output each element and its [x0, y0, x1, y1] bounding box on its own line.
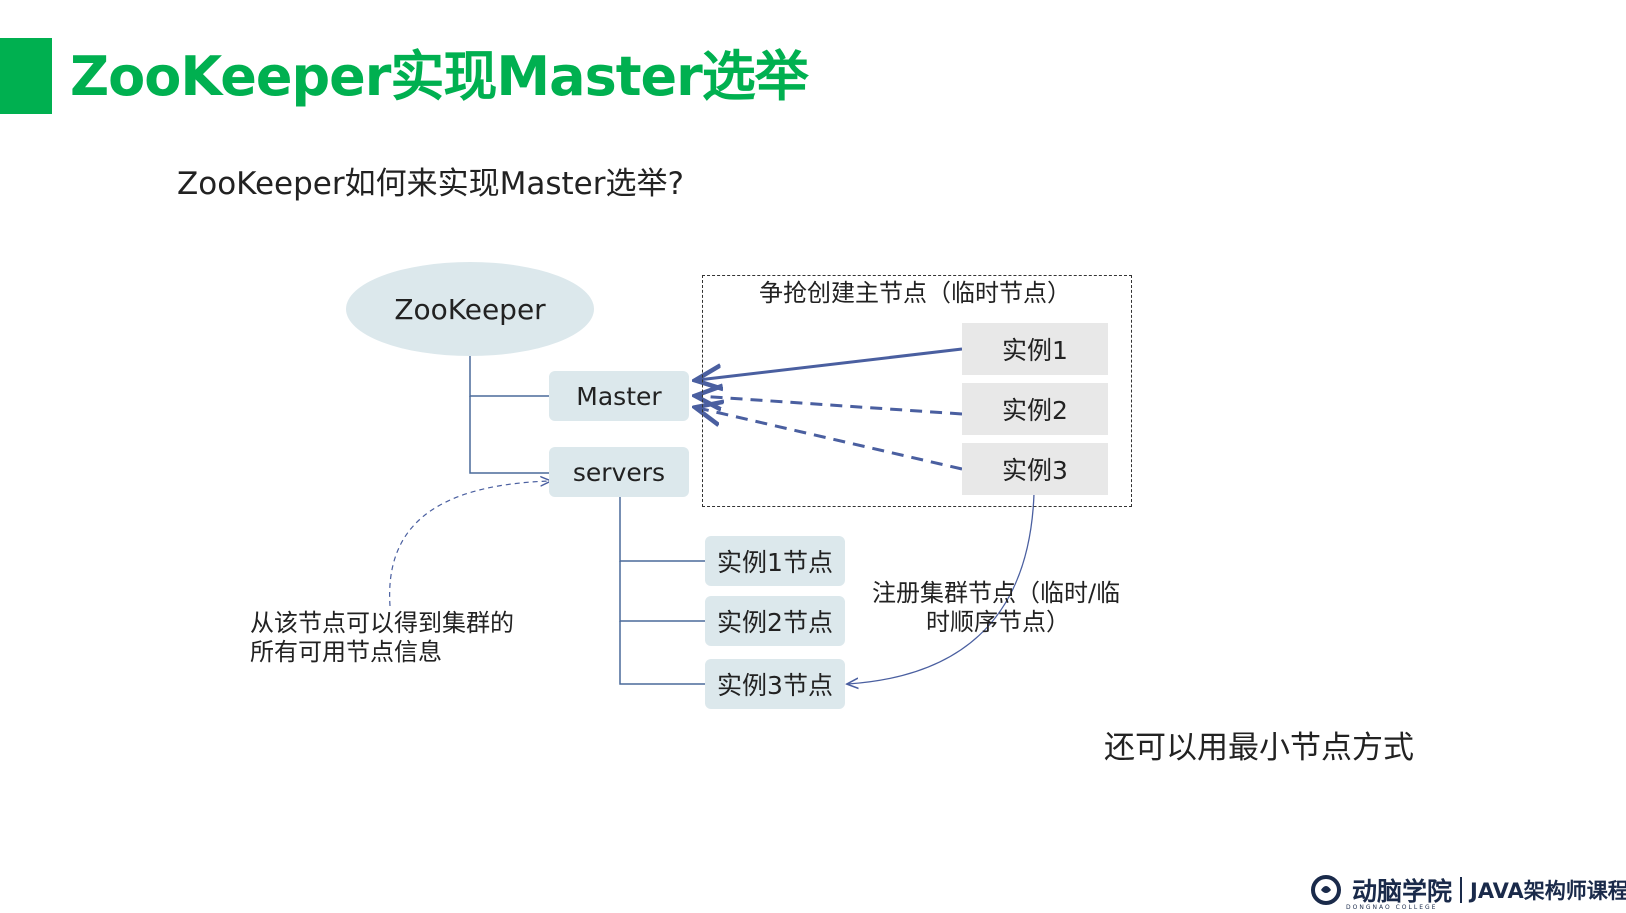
arrow-instance1-master: [698, 347, 963, 380]
arrow-register-curve: [848, 493, 1035, 684]
arrow-instance2-master: [698, 396, 963, 416]
tree-line-zk-servers: [469, 396, 550, 474]
tree-line-servers-node2: [619, 561, 706, 622]
title-accent-bar: [0, 38, 52, 114]
servers-note-line1: 从该节点可以得到集群的: [250, 609, 514, 637]
brand-logo-icon: [1311, 875, 1341, 905]
min-node-note: 还可以用最小节点方式: [1104, 730, 1414, 766]
register-label-line1: 注册集群节点（临时/临: [872, 579, 1121, 607]
register-label-line2: 时顺序节点）: [926, 608, 1070, 636]
instance-1-node: 实例1节点: [705, 536, 845, 586]
instance-2-node: 实例2节点: [705, 596, 845, 646]
instance-3: 实例3: [962, 443, 1108, 495]
instance-1: 实例1: [962, 323, 1108, 375]
election-group-label: 争抢创建主节点（临时节点）: [759, 279, 1071, 307]
arrow-instance3-master: [698, 408, 963, 471]
servers-note-line2: 所有可用节点信息: [250, 638, 442, 666]
tree-line-servers-node3: [619, 621, 706, 685]
election-group: [702, 275, 1132, 507]
brand-divider: [1460, 877, 1463, 903]
arrow-note-servers: [389, 481, 550, 607]
tree-line-zk-master: [469, 356, 550, 397]
master-node: Master: [549, 371, 689, 421]
zookeeper-node: ZooKeeper: [346, 262, 594, 356]
brand-footer: 动脑学院 JAVA架构师课程: [1310, 872, 1626, 908]
instance-2: 实例2: [962, 383, 1108, 435]
instance-3-node: 实例3节点: [705, 659, 845, 709]
brand-course: JAVA架构师课程: [1470, 879, 1626, 903]
slide-title: ZooKeeper实现Master选举: [70, 45, 809, 108]
servers-node: servers: [549, 447, 689, 497]
brand-subtext: DONGNAO COLLEGE: [1346, 904, 1438, 911]
brand-name: 动脑学院: [1352, 877, 1453, 906]
slide-subtitle: ZooKeeper如何来实现Master选举?: [177, 166, 684, 202]
tree-line-servers-node1: [619, 497, 706, 562]
